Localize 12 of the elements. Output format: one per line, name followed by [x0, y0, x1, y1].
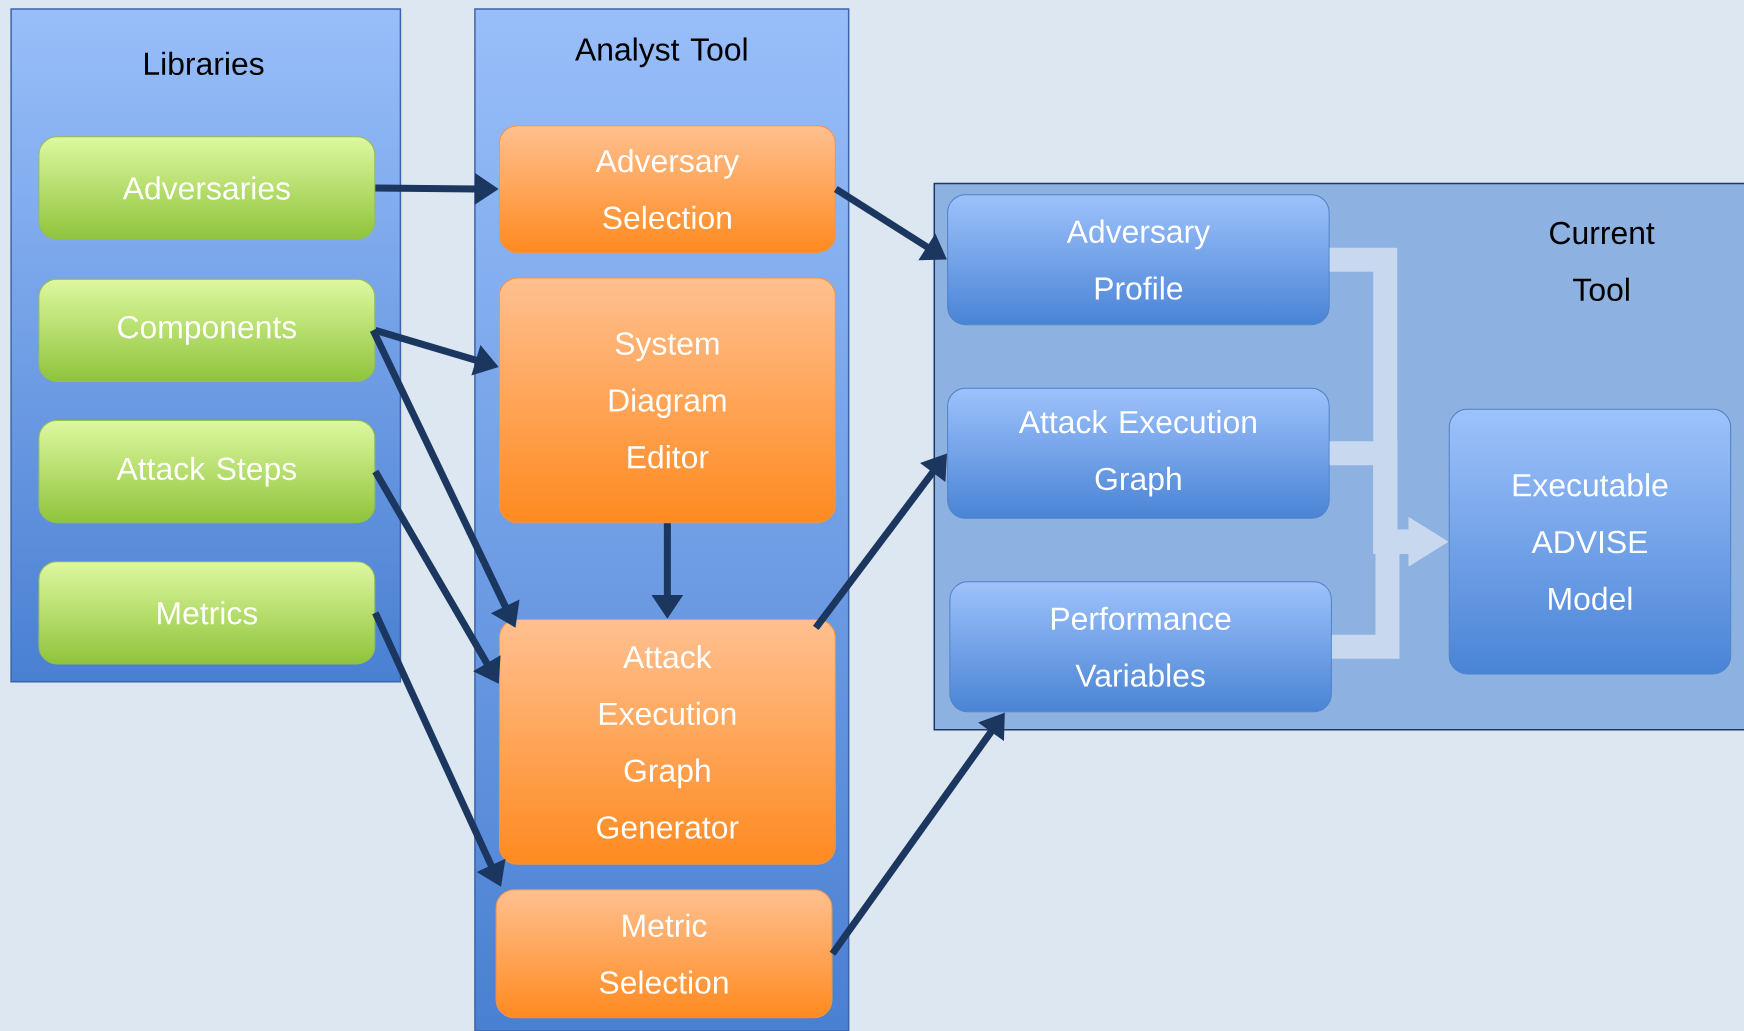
library-box: Components	[38, 278, 376, 382]
model-box: Performance Variables	[949, 581, 1332, 713]
model-box: Adversary Profile	[947, 194, 1330, 326]
library-box: Metrics	[38, 561, 376, 665]
model-box: Attack Execution Graph	[947, 387, 1330, 519]
library-box: Adversaries	[38, 136, 376, 240]
tool-box: Adversary Selection	[498, 125, 836, 253]
library-box: Attack Steps	[38, 419, 376, 524]
tool-box: Attack Execution Graph Generator	[498, 619, 836, 865]
tool-box: Metric Selection	[495, 889, 833, 1019]
model-box: Executable ADVISE Model	[1448, 408, 1732, 675]
tool-box: System Diagram Editor	[498, 277, 836, 524]
